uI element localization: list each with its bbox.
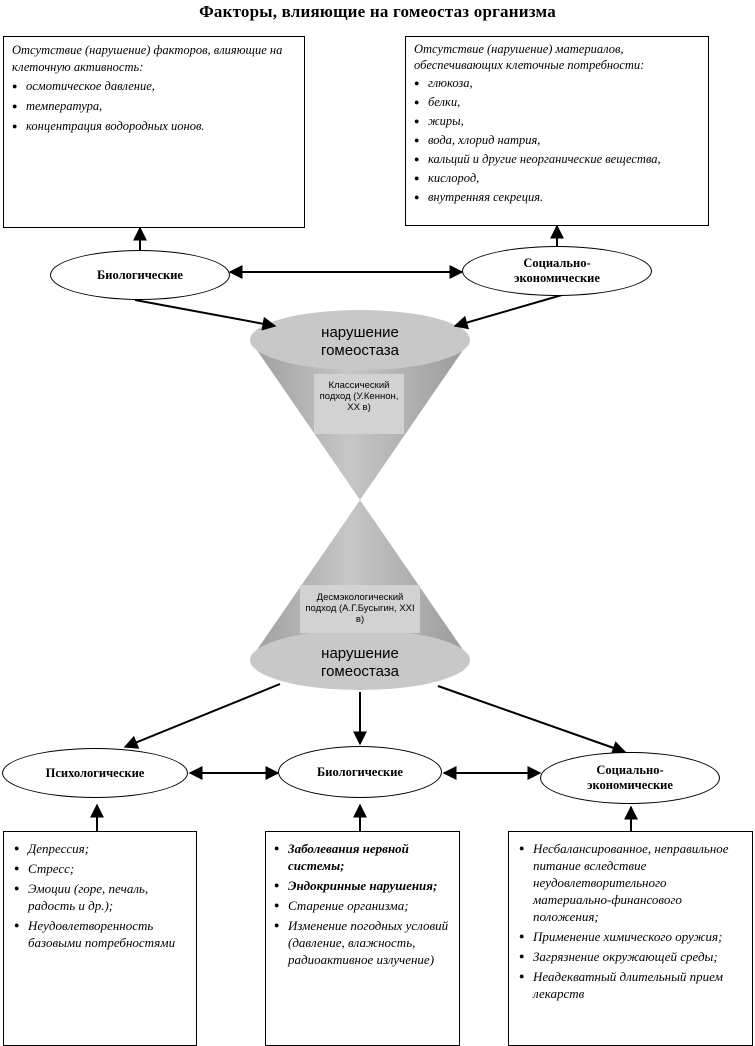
bottom-left-box: Депрессия; Стресс; Эмоции (горе, печаль,…: [3, 831, 197, 1046]
ellipse-psychological: Психологические: [2, 748, 188, 798]
list-item: глюкоза,: [414, 75, 700, 91]
lower-cone-label: нарушение гомеостаза: [320, 645, 400, 680]
upper-cone-top: [250, 310, 470, 370]
arrow-bio-to-cone: [134, 299, 277, 331]
top-right-box-head: Отсутствие (нарушение) материалов, обесп…: [414, 42, 645, 72]
list-item: внутренняя секреция.: [414, 189, 700, 205]
list-item: кальций и другие неорганические вещества…: [414, 151, 700, 167]
list-item: Старение организма;: [274, 897, 453, 914]
diagram-title: Факторы, влияющие на гомеостаз организма: [199, 2, 556, 21]
list-item: Неудовлетворенность базовыми потребностя…: [14, 917, 188, 951]
ellipse-bottom-biological: Биологические: [278, 746, 442, 798]
list-item: Загрязнение окружающей среды;: [519, 948, 744, 965]
lower-cone-approach: Десмэкологический подход (А.Г.Бусыгин, X…: [305, 592, 415, 625]
list-item: кислород,: [414, 170, 700, 186]
list-item: Неадекватный длительный прием лекарств: [519, 968, 744, 1002]
bottom-right-box: Несбалансированное, неправильное питание…: [508, 831, 753, 1046]
list-item: жиры,: [414, 113, 700, 129]
arrow-cone-to-psycho: [123, 683, 281, 749]
list-item: Изменение погодных условий (давление, вл…: [274, 917, 453, 968]
list-item: белки,: [414, 94, 700, 110]
upper-cone-label: нарушение гомеостаза: [320, 324, 400, 359]
upper-cone-approach: Классический подход (У.Кеннон, XX в): [319, 380, 399, 413]
top-left-box-head: Отсутствие (нарушение) факторов, влияющи…: [12, 43, 283, 74]
arrow-cone-to-socio: [437, 685, 627, 755]
list-item: Депрессия;: [14, 840, 188, 857]
ellipse-bottom-socio-economic: Социально-экономические: [540, 752, 720, 804]
bottom-middle-box: Заболевания нервной системы; Эндокринные…: [265, 831, 460, 1046]
lower-cone-base: [250, 630, 470, 690]
top-right-box: Отсутствие (нарушение) материалов, обесп…: [405, 36, 709, 226]
list-item: температура,: [12, 98, 296, 115]
list-item: Стресс;: [14, 860, 188, 877]
list-item: Применение химического оружия;: [519, 928, 744, 945]
list-item: Эндокринные нарушения;: [274, 877, 453, 894]
list-item: концентрация водородных ионов.: [12, 118, 296, 135]
lower-approach-bg: [300, 585, 420, 633]
top-left-box: Отсутствие (нарушение) факторов, влияющи…: [3, 36, 305, 228]
list-item: Эмоции (горе, печаль, радость и др.);: [14, 880, 188, 914]
arrow-socio-to-cone: [453, 294, 563, 330]
ellipse-top-socio-economic: Социально-экономические: [462, 246, 652, 296]
upper-approach-bg: [314, 374, 404, 434]
list-item: вода, хлорид натрия,: [414, 132, 700, 148]
list-item: Заболевания нервной системы;: [274, 840, 453, 874]
list-item: Несбалансированное, неправильное питание…: [519, 840, 744, 925]
ellipse-top-biological: Биологические: [50, 250, 230, 300]
list-item: осмотическое давление,: [12, 78, 296, 95]
